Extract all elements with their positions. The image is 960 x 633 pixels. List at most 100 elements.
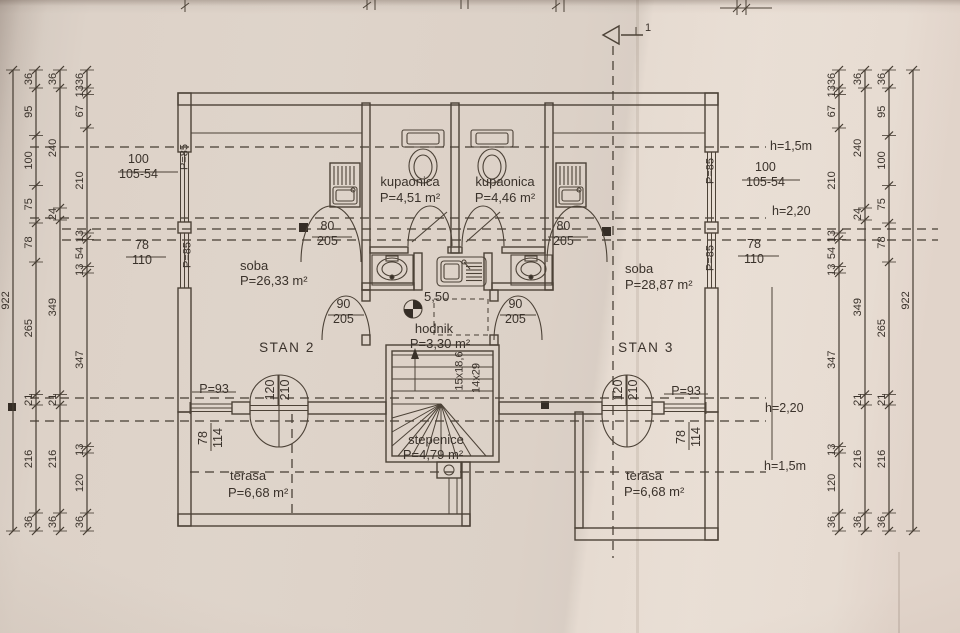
parapet-label-85: P=85 bbox=[704, 158, 717, 184]
stairs-note-risers: 15x18,6 bbox=[453, 351, 466, 391]
stairs-note-treads: 14x29 bbox=[470, 363, 483, 393]
svg-text:349: 349 bbox=[852, 298, 864, 316]
area-label-kupaonica-left: P=4,51 m² bbox=[379, 190, 441, 205]
window-symbols bbox=[178, 151, 718, 414]
toilet-right bbox=[470, 129, 514, 184]
room-label-terasa-left: terasa bbox=[230, 468, 267, 483]
hall-door-arc-right bbox=[493, 295, 543, 341]
svg-text:240: 240 bbox=[47, 139, 59, 157]
svg-text:24: 24 bbox=[47, 208, 59, 220]
paper-crease bbox=[898, 552, 900, 633]
washbasin-right bbox=[510, 254, 553, 286]
room-label-terasa-right: terasa bbox=[626, 468, 663, 483]
svg-text:95: 95 bbox=[23, 106, 35, 118]
fixtures bbox=[332, 129, 584, 287]
toilet-left bbox=[401, 129, 445, 184]
svg-text:216: 216 bbox=[47, 450, 59, 468]
area-label-soba-left: P=26,33 m² bbox=[240, 273, 308, 288]
section-square-marker bbox=[8, 403, 16, 411]
bath-door-arc-right bbox=[546, 205, 608, 263]
svg-text:21: 21 bbox=[47, 394, 59, 406]
kitchenette-right bbox=[558, 166, 584, 205]
elevation-label: 5,50 bbox=[424, 289, 450, 304]
section-square-marker bbox=[299, 223, 308, 232]
svg-text:36: 36 bbox=[826, 516, 838, 528]
svg-text:75: 75 bbox=[23, 198, 35, 210]
svg-text:120: 120 bbox=[826, 474, 838, 492]
svg-text:13: 13 bbox=[826, 444, 838, 456]
area-label-kupaonica-right: P=4,46 m² bbox=[474, 190, 536, 205]
svg-text:120: 120 bbox=[74, 474, 86, 492]
svg-text:216: 216 bbox=[852, 450, 864, 468]
svg-text:21: 21 bbox=[852, 394, 864, 406]
section-marker bbox=[601, 24, 643, 46]
svg-text:922: 922 bbox=[900, 291, 912, 309]
svg-text:13: 13 bbox=[74, 264, 86, 276]
svg-text:265: 265 bbox=[23, 319, 35, 337]
svg-text:36: 36 bbox=[47, 516, 59, 528]
svg-text:13: 13 bbox=[826, 230, 838, 242]
area-label-terasa-left: P=6,68 m² bbox=[228, 485, 289, 500]
washbasin-left bbox=[371, 254, 414, 286]
top-edge-ticks bbox=[180, 0, 772, 15]
parapet-label-85: P=85 bbox=[704, 245, 717, 271]
svg-text:216: 216 bbox=[876, 450, 888, 468]
svg-text:36: 36 bbox=[852, 73, 864, 85]
svg-text:36: 36 bbox=[826, 73, 838, 85]
svg-text:67: 67 bbox=[74, 105, 86, 117]
svg-text:13: 13 bbox=[74, 85, 86, 97]
svg-text:347: 347 bbox=[826, 351, 838, 369]
svg-text:75: 75 bbox=[876, 198, 888, 210]
svg-text:922: 922 bbox=[0, 291, 12, 309]
svg-text:100: 100 bbox=[23, 151, 35, 169]
room-label-kupaonica-left: kupaonica bbox=[380, 174, 440, 189]
svg-text:13: 13 bbox=[826, 85, 838, 97]
svg-text:13: 13 bbox=[74, 230, 86, 242]
area-label-soba-right: P=28,87 m² bbox=[625, 277, 693, 292]
svg-text:13: 13 bbox=[74, 444, 86, 456]
bath-door-arc-left bbox=[300, 205, 362, 263]
svg-text:21: 21 bbox=[23, 394, 35, 406]
svg-text:36: 36 bbox=[23, 73, 35, 85]
area-label-stepenice: P=4,79 m² bbox=[402, 447, 464, 462]
stairs bbox=[391, 348, 493, 514]
section-number: 1 bbox=[645, 22, 652, 34]
svg-text:265: 265 bbox=[876, 319, 888, 337]
room-label-soba-right: soba bbox=[625, 261, 654, 276]
svg-text:349: 349 bbox=[47, 298, 59, 316]
door-swings bbox=[249, 205, 653, 448]
area-label-terasa-right: P=6,68 m² bbox=[624, 484, 685, 499]
svg-text:36: 36 bbox=[23, 516, 35, 528]
svg-text:210: 210 bbox=[826, 171, 838, 189]
parapet-label-85: P=85 bbox=[181, 242, 194, 268]
svg-text:13: 13 bbox=[826, 264, 838, 276]
room-label-kupaonica-right: kupaonica bbox=[475, 174, 535, 189]
svg-text:36: 36 bbox=[74, 516, 86, 528]
svg-text:36: 36 bbox=[74, 73, 86, 85]
svg-text:100: 100 bbox=[876, 151, 888, 169]
room-label-hodnik: hodnik bbox=[414, 321, 454, 336]
height-label-h22-top: h=2,20 bbox=[772, 204, 811, 218]
svg-text:36: 36 bbox=[876, 73, 888, 85]
svg-text:95: 95 bbox=[876, 106, 888, 118]
unit-label-stan3: STAN 3 bbox=[618, 340, 674, 355]
room-label-stepenice: stepenice bbox=[408, 432, 464, 447]
elevation-marker bbox=[403, 298, 489, 336]
section-square-marker bbox=[541, 401, 549, 409]
parapet-label-85: P=85 bbox=[178, 144, 191, 170]
kitchenette-left bbox=[332, 166, 358, 205]
svg-text:36: 36 bbox=[876, 516, 888, 528]
svg-text:54: 54 bbox=[826, 247, 838, 259]
svg-text:347: 347 bbox=[74, 351, 86, 369]
label-leader-lines bbox=[118, 171, 800, 451]
